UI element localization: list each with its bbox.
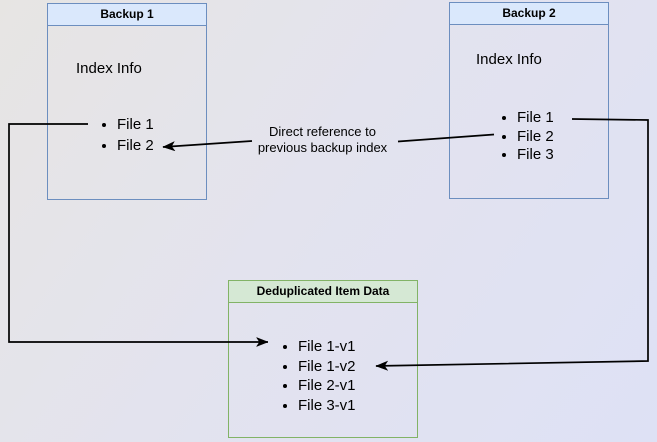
backup2-node: Backup 2 Index Info File 1 File 2 File 3 xyxy=(449,2,609,199)
dedup-item: File 3-v1 xyxy=(298,396,356,416)
file-item: File 1 xyxy=(117,114,154,135)
dedup-title: Deduplicated Item Data xyxy=(256,284,390,298)
dedup-node: Deduplicated Item Data File 1-v1 File 1-… xyxy=(228,280,418,438)
reference-annotation-line2: previous backup index xyxy=(257,139,388,155)
dedup-item: File 1-v2 xyxy=(298,357,356,377)
backup1-index-info-label: Index Info xyxy=(76,60,142,77)
file-item: File 1 xyxy=(517,109,554,128)
backup2-file-list: File 1 File 2 File 3 xyxy=(500,109,554,165)
backup1-title: Backup 1 xyxy=(100,7,154,21)
backup1-header: Backup 1 xyxy=(48,4,206,26)
backup1-node: Backup 1 Index Info File 1 File 2 xyxy=(47,3,207,200)
backup2-index-info-label: Index Info xyxy=(476,51,542,68)
reference-annotation: Direct reference to previous backup inde… xyxy=(240,124,405,155)
backup2-title: Backup 2 xyxy=(502,6,556,20)
dedup-item-list: File 1-v1 File 1-v2 File 2-v1 File 3-v1 xyxy=(281,337,356,415)
reference-annotation-line1: Direct reference to xyxy=(269,124,376,139)
dedup-item: File 2-v1 xyxy=(298,376,356,396)
backup1-file-list: File 1 File 2 xyxy=(100,114,154,156)
file-item: File 2 xyxy=(517,128,554,147)
dedup-item: File 1-v1 xyxy=(298,337,356,357)
backup2-header: Backup 2 xyxy=(450,3,608,25)
dedup-header: Deduplicated Item Data xyxy=(229,281,417,303)
file-item: File 2 xyxy=(117,135,154,156)
file-item: File 3 xyxy=(517,146,554,165)
